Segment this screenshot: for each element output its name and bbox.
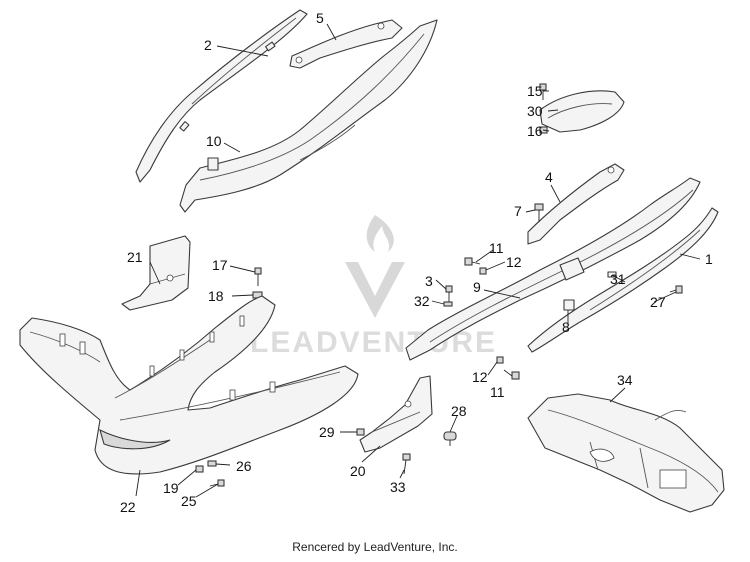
callout-26: 26 bbox=[236, 458, 252, 474]
callout-25: 25 bbox=[181, 493, 197, 509]
part-29-nut bbox=[356, 428, 365, 436]
callout-16: 16 bbox=[527, 123, 543, 139]
leader-lines bbox=[135, 23, 701, 498]
callout-labels: 2 5 10 15 30 16 4 7 11 12 3 32 9 1 31 27… bbox=[120, 10, 713, 515]
part-15-screw bbox=[539, 83, 547, 100]
part-21-bracket bbox=[121, 235, 191, 311]
callout-29: 29 bbox=[319, 424, 335, 440]
leadventure-watermark: LEADVENTURE bbox=[250, 215, 495, 359]
part-30-cover-lid bbox=[539, 90, 625, 133]
part-11-screw-upper bbox=[464, 257, 481, 266]
callout-12-lower: 12 bbox=[472, 369, 488, 385]
watermark-flame-icon bbox=[366, 215, 394, 252]
callout-17: 17 bbox=[212, 257, 228, 273]
callout-5: 5 bbox=[316, 10, 324, 26]
part-11-screw-lower bbox=[503, 369, 520, 380]
callout-34: 34 bbox=[617, 372, 633, 388]
callout-22: 22 bbox=[120, 499, 136, 515]
part-4-grab-handle bbox=[527, 163, 625, 245]
part-17-screw bbox=[254, 267, 262, 286]
part-32-washer bbox=[443, 301, 453, 307]
part-3-screw bbox=[445, 285, 453, 302]
callout-27: 27 bbox=[650, 294, 666, 310]
callout-3: 3 bbox=[425, 273, 433, 289]
part-27-screw bbox=[669, 285, 683, 294]
callout-21: 21 bbox=[127, 249, 143, 265]
part-28-screw bbox=[443, 431, 457, 446]
part-2-trim bbox=[135, 9, 308, 183]
callout-11-upper: 11 bbox=[489, 240, 504, 256]
callout-7: 7 bbox=[514, 203, 522, 219]
callout-12-upper: 12 bbox=[506, 254, 522, 270]
part-12-nut-upper bbox=[479, 267, 487, 275]
part-12-nut-lower bbox=[496, 356, 504, 364]
part-19-nut bbox=[195, 465, 204, 473]
callout-8: 8 bbox=[562, 319, 570, 335]
callout-20: 20 bbox=[350, 463, 366, 479]
callout-33: 33 bbox=[390, 479, 406, 495]
callout-10: 10 bbox=[206, 133, 222, 149]
callout-1: 1 bbox=[705, 251, 713, 267]
callout-9: 9 bbox=[473, 279, 481, 295]
part-5-grab-handle bbox=[289, 19, 403, 69]
part-7-bolt bbox=[534, 203, 544, 222]
part-9-right-side-cover bbox=[405, 177, 701, 361]
part-33-screw bbox=[402, 453, 411, 475]
part-22-leg-shield bbox=[19, 295, 359, 475]
callout-28: 28 bbox=[451, 403, 467, 419]
footer-credit: Rencered by LeadVenture, Inc. bbox=[292, 540, 458, 554]
callout-15: 15 bbox=[527, 83, 543, 99]
watermark-v-icon bbox=[345, 262, 405, 318]
part-34-floor-tray bbox=[527, 393, 725, 513]
callout-31: 31 bbox=[610, 271, 626, 287]
callout-11-lower: 11 bbox=[490, 384, 505, 400]
callout-4: 4 bbox=[545, 169, 553, 185]
parts-diagram: LEADVENTURE bbox=[19, 9, 725, 515]
callout-18: 18 bbox=[208, 288, 224, 304]
callout-32: 32 bbox=[414, 293, 430, 309]
part-10-left-side-cover bbox=[179, 19, 438, 213]
callout-2: 2 bbox=[204, 37, 212, 53]
part-1-lower-trim bbox=[527, 207, 719, 353]
part-20-lower-bracket bbox=[359, 375, 433, 453]
callout-30: 30 bbox=[527, 103, 543, 119]
part-26-washer bbox=[207, 460, 217, 467]
callout-19: 19 bbox=[163, 480, 179, 496]
